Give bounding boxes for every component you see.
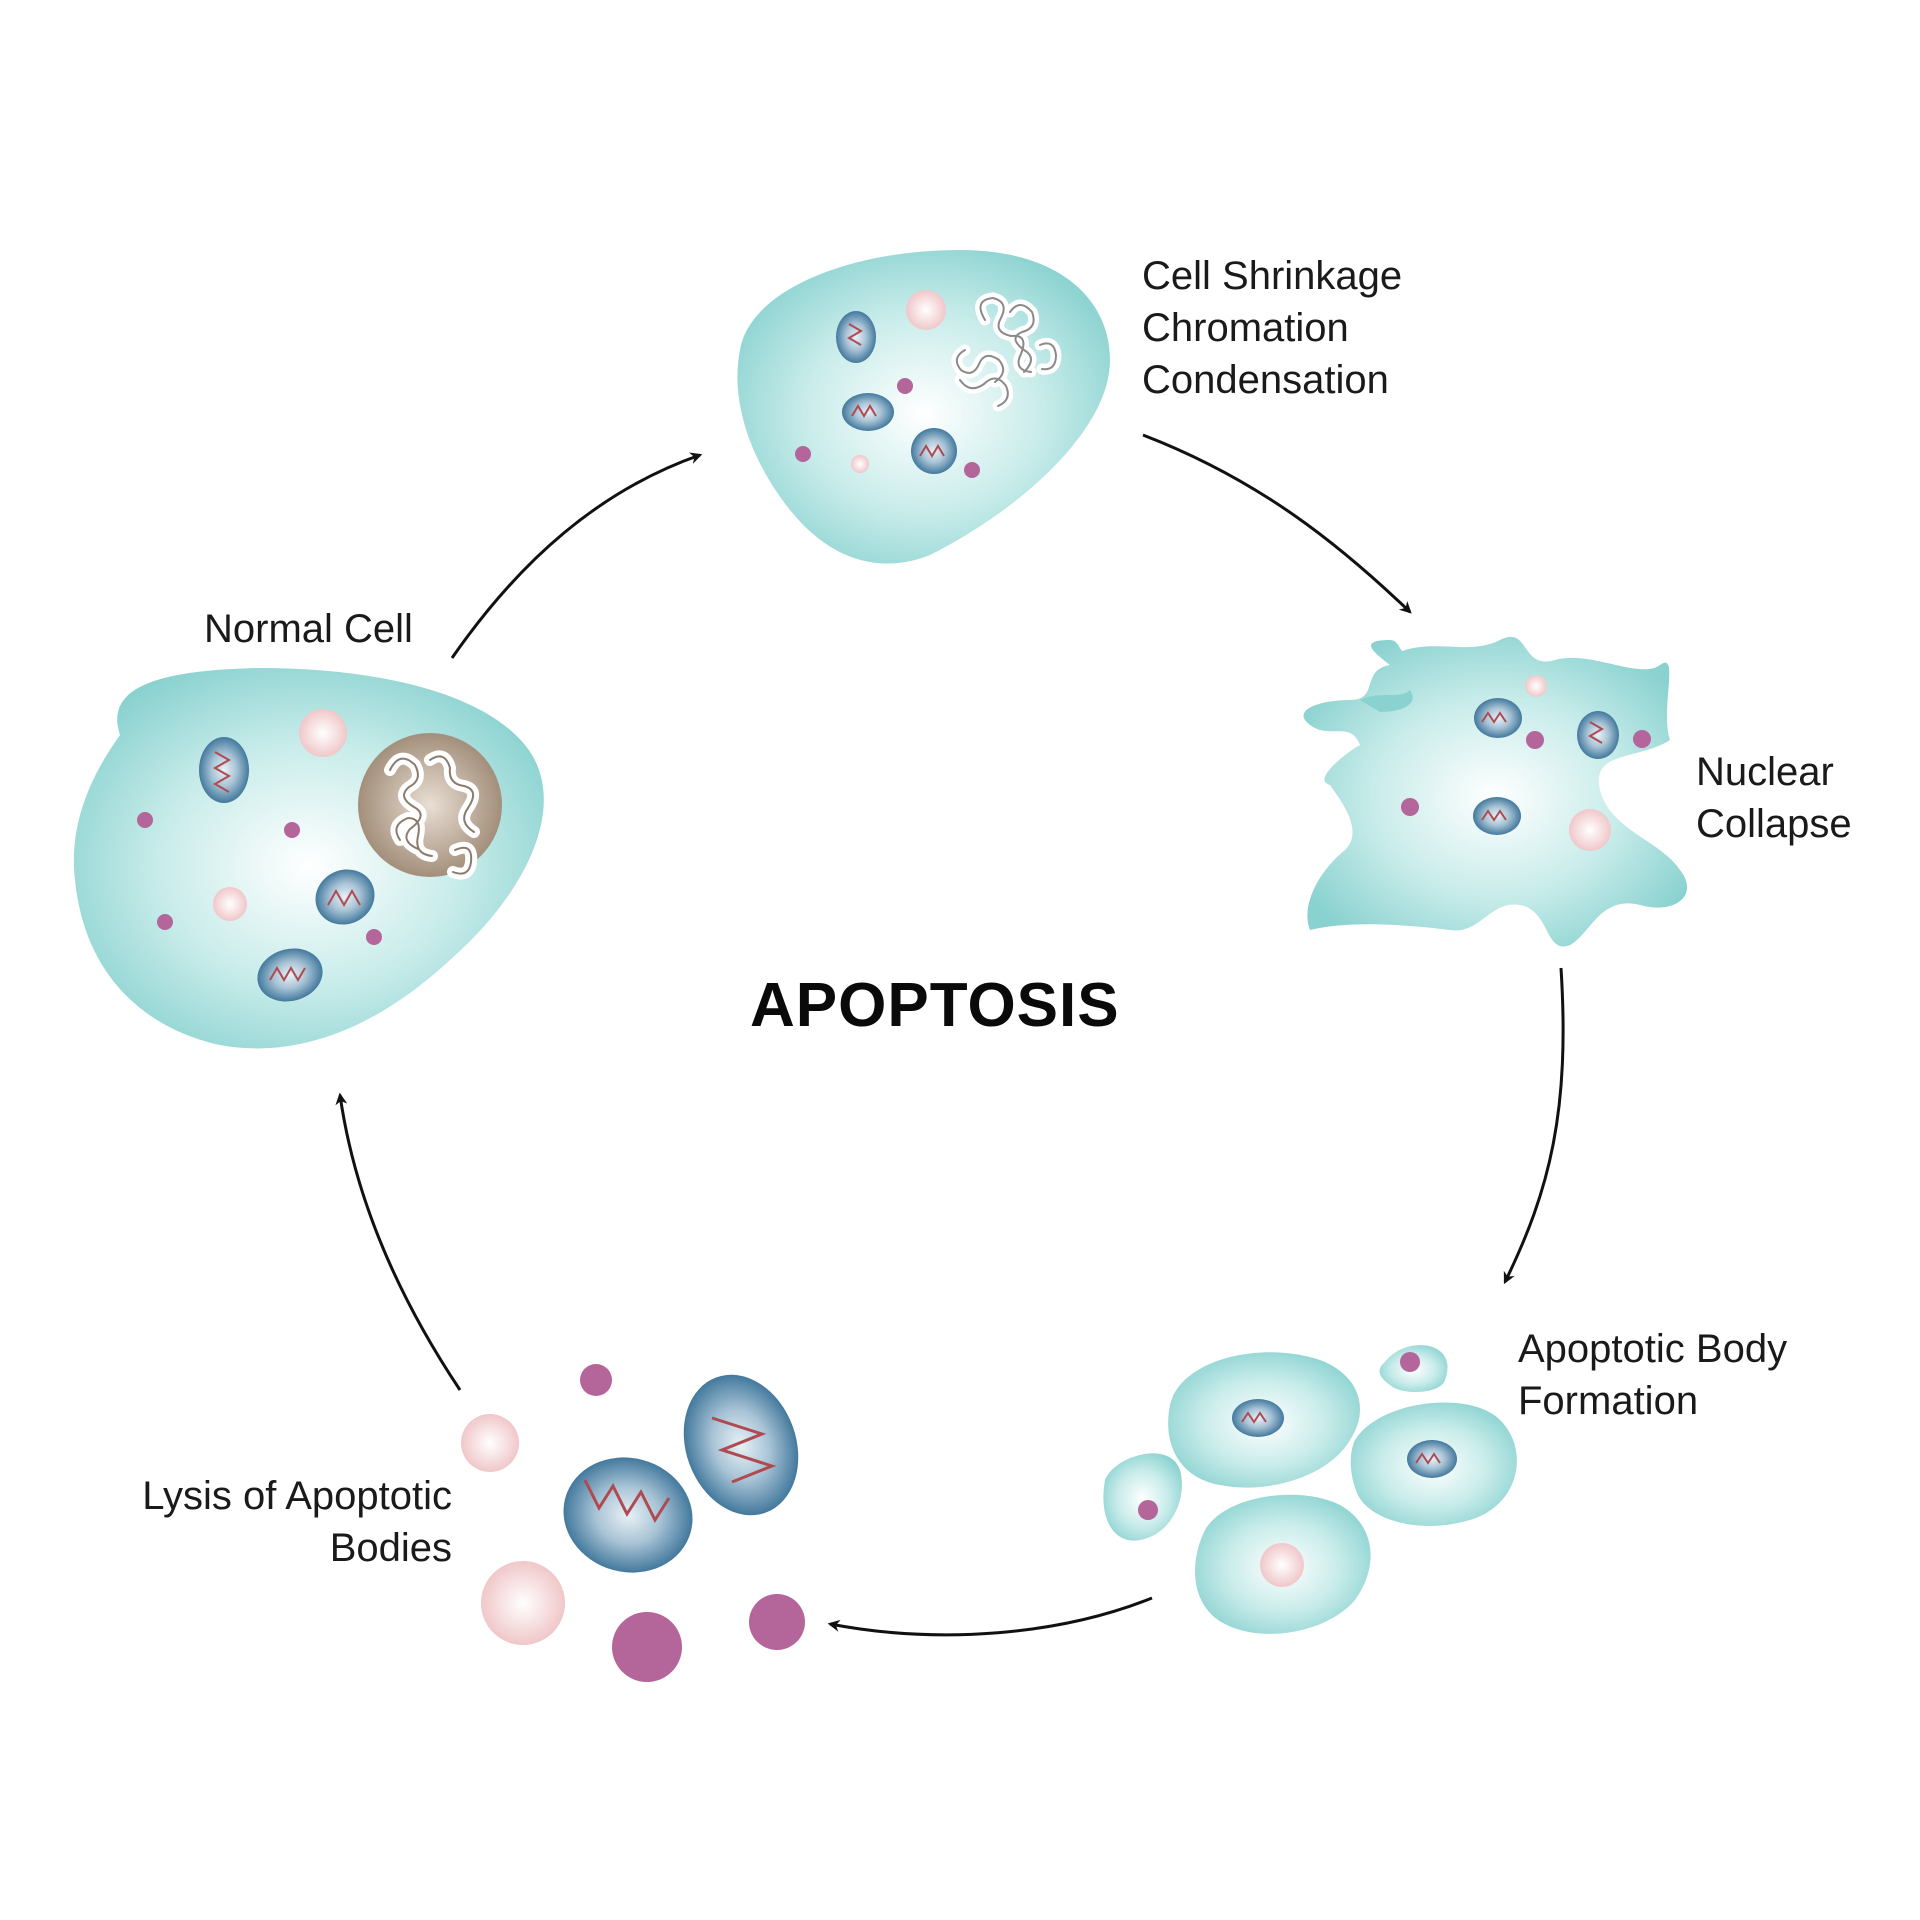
arrow-shrinkage-to-collapse — [1142, 433, 1412, 614]
vesicle-magenta — [137, 812, 153, 828]
vesicle-magenta — [1633, 730, 1651, 748]
arrow-normal-to-shrinkage — [450, 452, 703, 659]
mitochondrion — [683, 1374, 799, 1516]
vesicle-pink — [299, 709, 347, 757]
vesicle-magenta — [284, 822, 300, 838]
apoptotic-bodies — [1103, 1345, 1517, 1634]
blebbing-cell — [1303, 636, 1688, 947]
vesicle-pink — [1260, 1543, 1304, 1587]
arrow-bodies-to-lysis — [827, 1596, 1153, 1637]
arrow-collapse-to-bodies — [1503, 967, 1565, 1285]
arrow-lysis-to-normal — [335, 1092, 462, 1391]
vesicle-pink — [213, 887, 247, 921]
vesicle-pink — [1569, 809, 1611, 851]
mitochondrion — [1473, 797, 1521, 835]
label-lysis: Lysis of Apoptotic Bodies — [142, 1474, 452, 1570]
vesicle-magenta — [366, 929, 382, 945]
mitochondrion — [563, 1457, 693, 1573]
label-cell-shrinkage: Cell Shrinkage Chromation Condensation — [1142, 254, 1403, 402]
diagram-title: APOPTOSIS — [750, 971, 1120, 1040]
vesicle-pink — [461, 1414, 519, 1472]
mitochondrion — [1407, 1440, 1457, 1478]
apoptotic-body — [1195, 1494, 1371, 1634]
mitochondrion — [842, 393, 894, 431]
vesicle-pink — [1525, 675, 1547, 697]
mitochondrion — [1577, 711, 1619, 759]
vesicle-pink — [481, 1561, 565, 1645]
mitochondrion — [257, 948, 323, 1002]
vesicle-magenta — [612, 1612, 682, 1682]
mitochondrion — [199, 737, 249, 803]
mitochondrion — [1232, 1399, 1284, 1437]
normal-cell-nucleus — [358, 733, 502, 880]
vesicle-magenta — [897, 378, 913, 394]
blebbing-cell-membrane — [1303, 636, 1688, 947]
vesicle-magenta — [1400, 1352, 1420, 1372]
apoptotic-body — [1168, 1352, 1360, 1488]
vesicle-pink — [906, 290, 946, 330]
label-apoptotic-body-formation: Apoptotic Body Formation — [1518, 1327, 1788, 1423]
lysis-debris — [461, 1364, 805, 1682]
apoptotic-body — [1350, 1402, 1517, 1526]
vesicle-magenta — [157, 914, 173, 930]
shrinking-cell — [737, 250, 1110, 564]
vesicle-pink — [851, 455, 869, 473]
apoptotic-body — [1379, 1345, 1448, 1392]
condensed-chromatin — [951, 292, 1062, 412]
mitochondrion — [1474, 698, 1522, 738]
vesicle-magenta — [795, 446, 811, 462]
vesicle-magenta — [580, 1364, 612, 1396]
vesicle-magenta — [749, 1594, 805, 1650]
shrinking-cell-membrane — [737, 250, 1110, 564]
mitochondrion — [911, 428, 957, 474]
normal-cell — [73, 668, 544, 1049]
label-nuclear-collapse: Nuclear Collapse — [1696, 750, 1852, 846]
mitochondrion — [315, 869, 375, 925]
vesicle-magenta — [1526, 731, 1544, 749]
mitochondrion — [836, 311, 876, 363]
apoptotic-body — [1103, 1453, 1182, 1541]
vesicle-magenta — [1401, 798, 1419, 816]
vesicle-magenta — [1138, 1500, 1158, 1520]
vesicle-magenta — [964, 462, 980, 478]
label-normal-cell: Normal Cell — [204, 607, 413, 651]
